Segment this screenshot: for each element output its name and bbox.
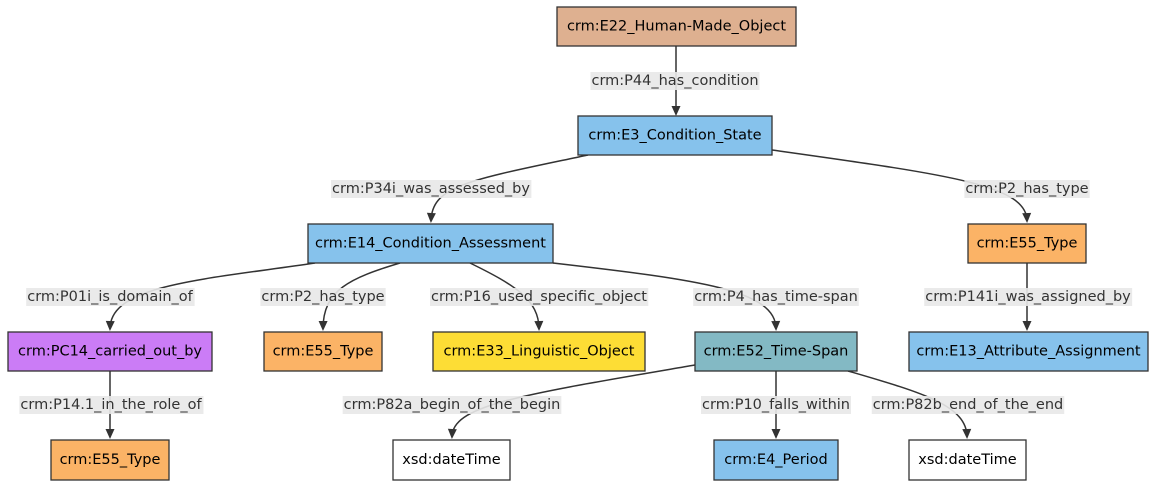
arrow-head-icon bbox=[771, 320, 781, 331]
node-label: xsd:dateTime bbox=[918, 452, 1016, 468]
edge-line-e14-to-e55b bbox=[322, 262, 401, 330]
edge-line-e14-to-pc14 bbox=[109, 262, 316, 330]
node-e22[interactable]: crm:E22_Human-Made_Object bbox=[556, 6, 797, 47]
edge-label: crm:P2_has_type bbox=[260, 288, 386, 306]
arrow-head-icon bbox=[426, 212, 436, 223]
node-box bbox=[556, 6, 797, 47]
node-box bbox=[50, 439, 170, 481]
node-label: crm:E13_Attribute_Assignment bbox=[916, 344, 1141, 360]
node-label: crm:E55_Type bbox=[60, 452, 161, 468]
node-box bbox=[908, 331, 1149, 372]
edge-label: crm:P141i_was_assigned_by bbox=[924, 288, 1133, 306]
node-label: crm:PC14_carried_out_by bbox=[18, 344, 202, 360]
edge-label-background bbox=[342, 396, 562, 414]
arrow-head-icon bbox=[447, 428, 457, 439]
arrow-head-icon bbox=[1022, 321, 1032, 331]
node-box bbox=[392, 439, 511, 481]
edges-layer bbox=[105, 46, 1032, 439]
edge-label-text: crm:P14.1_in_the_role_of bbox=[20, 397, 202, 413]
edge-label-text: crm:P82a_begin_of_the_begin bbox=[344, 397, 561, 413]
node-box bbox=[432, 331, 646, 372]
edge-label-text: crm:P2_has_type bbox=[965, 181, 1088, 197]
edge-label: crm:P01i_is_domain_of bbox=[26, 288, 195, 306]
edge-label-text: crm:P01i_is_domain_of bbox=[27, 289, 193, 305]
node-e13[interactable]: crm:E13_Attribute_Assignment bbox=[908, 331, 1149, 372]
arrow-head-icon bbox=[105, 320, 115, 331]
node-dt2[interactable]: xsd:dateTime bbox=[908, 439, 1027, 481]
edge-label: crm:P14.1_in_the_role_of bbox=[19, 396, 204, 414]
node-label: crm:E55_Type bbox=[273, 344, 374, 360]
node-e33[interactable]: crm:E33_Linguistic_Object bbox=[432, 331, 646, 372]
node-label: crm:E4_Period bbox=[724, 452, 828, 468]
edge-label-background bbox=[430, 288, 649, 306]
node-e55a[interactable]: crm:E55_Type bbox=[967, 223, 1087, 264]
edge-labels-layer: crm:P44_has_condition crm:P34i_was_assess… bbox=[19, 72, 1133, 414]
edge-label: crm:P34i_was_assessed_by bbox=[331, 180, 532, 198]
edge-label-background bbox=[924, 288, 1133, 306]
edge-label: crm:P4_has_time-span bbox=[693, 288, 859, 306]
edge-label-text: crm:P4_has_time-span bbox=[694, 289, 858, 305]
arrow-head-icon bbox=[1022, 212, 1032, 223]
edge-label-background bbox=[260, 288, 386, 306]
edge-label-text: crm:P34i_was_assessed_by bbox=[332, 181, 530, 197]
node-box bbox=[694, 331, 858, 372]
node-label: crm:E22_Human-Made_Object bbox=[567, 19, 786, 35]
edge-label: crm:P82a_begin_of_the_begin bbox=[342, 396, 562, 414]
node-label: crm:E3_Condition_State bbox=[588, 128, 761, 144]
arrow-head-icon bbox=[318, 320, 328, 331]
edge-line-e14-to-e52 bbox=[552, 262, 777, 330]
node-label: crm:E52_Time-Span bbox=[704, 344, 849, 360]
arrow-head-icon bbox=[962, 428, 972, 439]
edge-label-text: crm:P82b_end_of_the_end bbox=[873, 397, 1064, 413]
edge-label-background bbox=[331, 180, 532, 198]
edge-label-background bbox=[964, 180, 1090, 198]
node-label: xsd:dateTime bbox=[402, 452, 500, 468]
node-label: crm:E14_Condition_Assessment bbox=[315, 236, 546, 252]
node-e55b[interactable]: crm:E55_Type bbox=[263, 331, 383, 372]
node-box bbox=[577, 115, 773, 156]
node-box bbox=[713, 439, 839, 481]
node-box bbox=[7, 331, 213, 372]
arrow-head-icon bbox=[771, 429, 781, 439]
node-dt1[interactable]: xsd:dateTime bbox=[392, 439, 511, 481]
node-label: crm:E55_Type bbox=[977, 236, 1078, 252]
edge-label-background bbox=[701, 396, 851, 414]
edge-label-background bbox=[590, 72, 760, 90]
edge-label-text: crm:P16_used_specific_object bbox=[431, 289, 647, 305]
edge-label: crm:P16_used_specific_object bbox=[430, 288, 649, 306]
edge-label: crm:P10_falls_within bbox=[701, 396, 851, 414]
node-box bbox=[967, 223, 1087, 264]
arrow-head-icon bbox=[534, 320, 544, 331]
node-box bbox=[908, 439, 1027, 481]
edge-label-text: crm:P10_falls_within bbox=[702, 397, 850, 413]
node-e52[interactable]: crm:E52_Time-Span bbox=[694, 331, 858, 372]
node-e4[interactable]: crm:E4_Period bbox=[713, 439, 839, 481]
node-e14[interactable]: crm:E14_Condition_Assessment bbox=[307, 223, 554, 264]
node-box bbox=[263, 331, 383, 372]
arrow-head-icon bbox=[105, 429, 115, 439]
edge-label-background bbox=[19, 396, 204, 414]
node-e55c[interactable]: crm:E55_Type bbox=[50, 439, 170, 481]
node-e3[interactable]: crm:E3_Condition_State bbox=[577, 115, 773, 156]
edge-label-text: crm:P2_has_type bbox=[261, 289, 384, 305]
edge-label-background bbox=[871, 396, 1065, 414]
arrow-head-icon bbox=[671, 106, 681, 116]
node-label: crm:E33_Linguistic_Object bbox=[444, 344, 635, 360]
edge-label-background bbox=[26, 288, 195, 306]
edge-label-background bbox=[693, 288, 859, 306]
nodes-layer: crm:E22_Human-Made_Object crm:E3_Conditio… bbox=[7, 6, 1149, 481]
edge-label-text: crm:P141i_was_assigned_by bbox=[925, 289, 1131, 305]
node-pc14[interactable]: crm:PC14_carried_out_by bbox=[7, 331, 213, 372]
node-box bbox=[307, 223, 554, 264]
edge-label: crm:P82b_end_of_the_end bbox=[871, 396, 1065, 414]
edge-label: crm:P2_has_type bbox=[964, 180, 1090, 198]
edge-label-text: crm:P44_has_condition bbox=[591, 73, 758, 89]
edge-label: crm:P44_has_condition bbox=[590, 72, 760, 90]
